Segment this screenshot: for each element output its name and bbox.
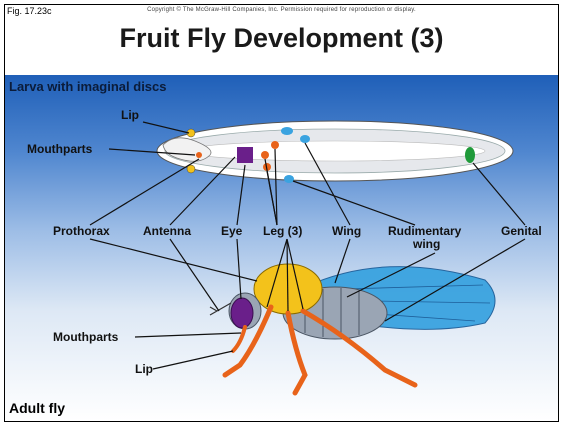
- label-leg: Leg (3): [263, 224, 302, 238]
- label-wing: Wing: [332, 224, 361, 238]
- label-antenna: Antenna: [143, 224, 191, 238]
- label-lip-top: Lip: [121, 108, 139, 122]
- label-mouthparts-bottom: Mouthparts: [53, 330, 119, 344]
- fly-diagram: Larva with imaginal discs Adult fly: [5, 75, 558, 421]
- leg-disc: [261, 151, 269, 159]
- larva-section-heading: Larva with imaginal discs: [9, 79, 167, 94]
- rudimentary-wing-disc: [284, 175, 294, 183]
- mouthparts-disc: [196, 152, 202, 158]
- copyright-notice: Copyright © The McGraw-Hill Companies, I…: [5, 7, 558, 13]
- larva: [157, 121, 513, 183]
- diagram-panel: Larva with imaginal discs Adult fly: [5, 75, 558, 421]
- eye-antenna-disc: [237, 147, 253, 163]
- label-genital: Genital: [501, 224, 542, 238]
- label-rudimentary-wing-line2: wing: [412, 237, 440, 251]
- label-rudimentary-wing-line1: Rudimentary: [388, 224, 462, 238]
- antenna: [210, 303, 231, 315]
- adult-section-heading: Adult fly: [9, 400, 65, 416]
- proboscis: [233, 327, 245, 351]
- adult-fly: [210, 264, 495, 393]
- genital-disc: [465, 147, 475, 163]
- label-eye: Eye: [221, 224, 243, 238]
- label-prothorax: Prothorax: [53, 224, 110, 238]
- figure-frame: Fig. 17.23c Copyright © The McGraw-Hill …: [4, 4, 559, 422]
- label-lip-bottom: Lip: [135, 362, 153, 376]
- wing-disc: [281, 127, 293, 135]
- compound-eye: [231, 298, 253, 328]
- label-mouthparts-top: Mouthparts: [27, 142, 93, 156]
- page-title: Fruit Fly Development (3): [5, 23, 558, 54]
